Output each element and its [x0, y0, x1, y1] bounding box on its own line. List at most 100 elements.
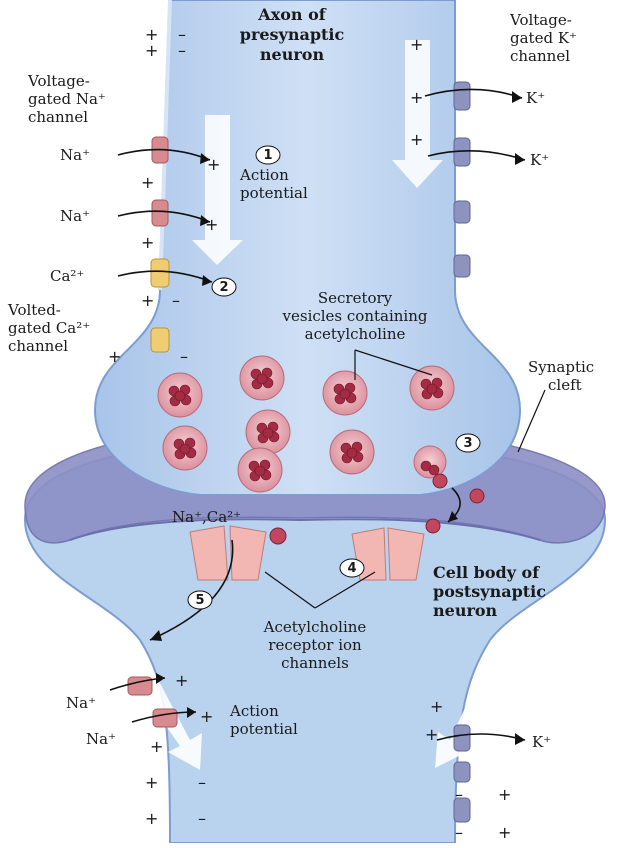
- svg-text:channel: channel: [8, 337, 68, 355]
- svg-text:cleft: cleft: [548, 376, 582, 394]
- minus-sign: –: [172, 291, 180, 310]
- vesicle: [163, 426, 207, 470]
- ach-particle-1: [433, 474, 447, 488]
- label-k-2: K⁺: [530, 151, 549, 169]
- ach-particle-3: [426, 519, 440, 533]
- vesicle: [410, 366, 454, 410]
- step-2: 2: [212, 278, 236, 296]
- label-cell-body: Cell body of postsynaptic neuron: [433, 563, 546, 620]
- ca-channel-1: [151, 259, 169, 287]
- k-channel-4: [454, 255, 470, 277]
- svg-text:Volted-: Volted-: [7, 301, 61, 319]
- label-na-post-1: Na⁺: [66, 694, 96, 712]
- k-channel-1: [454, 82, 470, 110]
- svg-text:presynaptic: presynaptic: [240, 25, 345, 44]
- svg-text:Axon of: Axon of: [257, 5, 327, 24]
- svg-text:Acetylcholine: Acetylcholine: [263, 618, 367, 636]
- plus-sign: +: [425, 725, 438, 744]
- plus-sign: +: [145, 41, 158, 60]
- step-3: 3: [456, 434, 480, 452]
- plus-sign: +: [141, 233, 154, 252]
- plus-sign: +: [498, 823, 511, 842]
- label-k-post: K⁺: [532, 733, 551, 751]
- svg-text:vesicles containing: vesicles containing: [282, 307, 428, 325]
- label-k-channel: Voltage- gated K⁺ channel: [509, 11, 577, 65]
- plus-sign: +: [108, 347, 121, 366]
- svg-text:gated Ca²⁺: gated Ca²⁺: [8, 319, 90, 337]
- k-channel-3: [454, 201, 470, 223]
- plus-sign: +: [145, 773, 158, 792]
- svg-text:Voltage-: Voltage-: [509, 11, 572, 29]
- k-channel-post-1: [454, 725, 470, 751]
- na-channel-post-2: [153, 709, 177, 727]
- k-channel-post-2: [454, 762, 470, 782]
- label-na-2: Na⁺: [60, 207, 90, 225]
- svg-text:Cell body of: Cell body of: [433, 563, 540, 582]
- label-k-1: K⁺: [526, 89, 545, 107]
- vesicle: [246, 410, 290, 454]
- svg-text:channel: channel: [510, 47, 570, 65]
- svg-text:channel: channel: [28, 108, 88, 126]
- svg-text:Action: Action: [229, 702, 279, 720]
- label-na-channel: Voltage- gated Na⁺ channel: [27, 72, 106, 126]
- step-4: 4: [340, 559, 364, 577]
- svg-text:receptor ion: receptor ion: [268, 636, 362, 654]
- minus-sign: –: [178, 41, 186, 60]
- vesicle: [323, 371, 367, 415]
- plus-sign: +: [430, 697, 443, 716]
- svg-text:Secretory: Secretory: [318, 289, 393, 307]
- label-na-ca: Na⁺,Ca²⁺: [172, 508, 241, 526]
- vesicle: [238, 448, 282, 492]
- svg-text:acetylcholine: acetylcholine: [305, 325, 406, 343]
- label-synaptic-cleft: Synaptic cleft: [528, 358, 594, 394]
- svg-text:4: 4: [347, 561, 356, 576]
- label-na-post-2: Na⁺: [86, 730, 116, 748]
- plus-sign: +: [141, 291, 154, 310]
- svg-text:gated Na⁺: gated Na⁺: [28, 90, 106, 108]
- svg-text:potential: potential: [240, 184, 308, 202]
- svg-text:neuron: neuron: [433, 601, 498, 620]
- svg-text:postsynaptic: postsynaptic: [433, 582, 546, 601]
- label-ca-channel: Volted- gated Ca²⁺ channel: [7, 301, 90, 355]
- plus-sign: +: [207, 155, 220, 174]
- plus-sign: +: [410, 130, 423, 149]
- presynaptic-axon-shape: [95, 0, 520, 495]
- svg-text:gated K⁺: gated K⁺: [510, 29, 577, 47]
- step-1: 1: [256, 146, 280, 164]
- minus-sign: –: [198, 773, 206, 792]
- minus-sign: –: [180, 347, 188, 366]
- plus-sign: +: [498, 785, 511, 804]
- vesicle: [330, 430, 374, 474]
- svg-text:Voltage-: Voltage-: [27, 72, 90, 90]
- plus-sign: +: [145, 809, 158, 828]
- svg-text:channels: channels: [281, 654, 349, 672]
- svg-text:potential: potential: [230, 720, 298, 738]
- cleft-leader: [518, 390, 545, 452]
- svg-text:Synaptic: Synaptic: [528, 358, 594, 376]
- plus-sign: +: [200, 707, 213, 726]
- ca-channel-2: [151, 328, 169, 352]
- plus-sign: +: [150, 737, 163, 756]
- plus-sign: +: [175, 671, 188, 690]
- label-na-1: Na⁺: [60, 146, 90, 164]
- vesicle: [158, 373, 202, 417]
- na-channel-2: [152, 200, 168, 226]
- plus-sign: +: [410, 88, 423, 107]
- plus-sign: +: [410, 35, 423, 54]
- svg-text:5: 5: [195, 593, 204, 608]
- svg-text:2: 2: [219, 280, 228, 295]
- label-ca: Ca²⁺: [50, 267, 84, 285]
- minus-sign: –: [455, 785, 463, 804]
- plus-sign: +: [141, 173, 154, 192]
- ach-particle-2: [470, 489, 484, 503]
- vesicle: [240, 356, 284, 400]
- minus-sign: –: [455, 823, 463, 842]
- svg-text:3: 3: [463, 436, 472, 451]
- svg-text:neuron: neuron: [260, 45, 325, 64]
- step-5: 5: [188, 591, 212, 609]
- svg-text:Action: Action: [239, 166, 289, 184]
- svg-text:1: 1: [263, 148, 272, 163]
- plus-sign: +: [205, 215, 218, 234]
